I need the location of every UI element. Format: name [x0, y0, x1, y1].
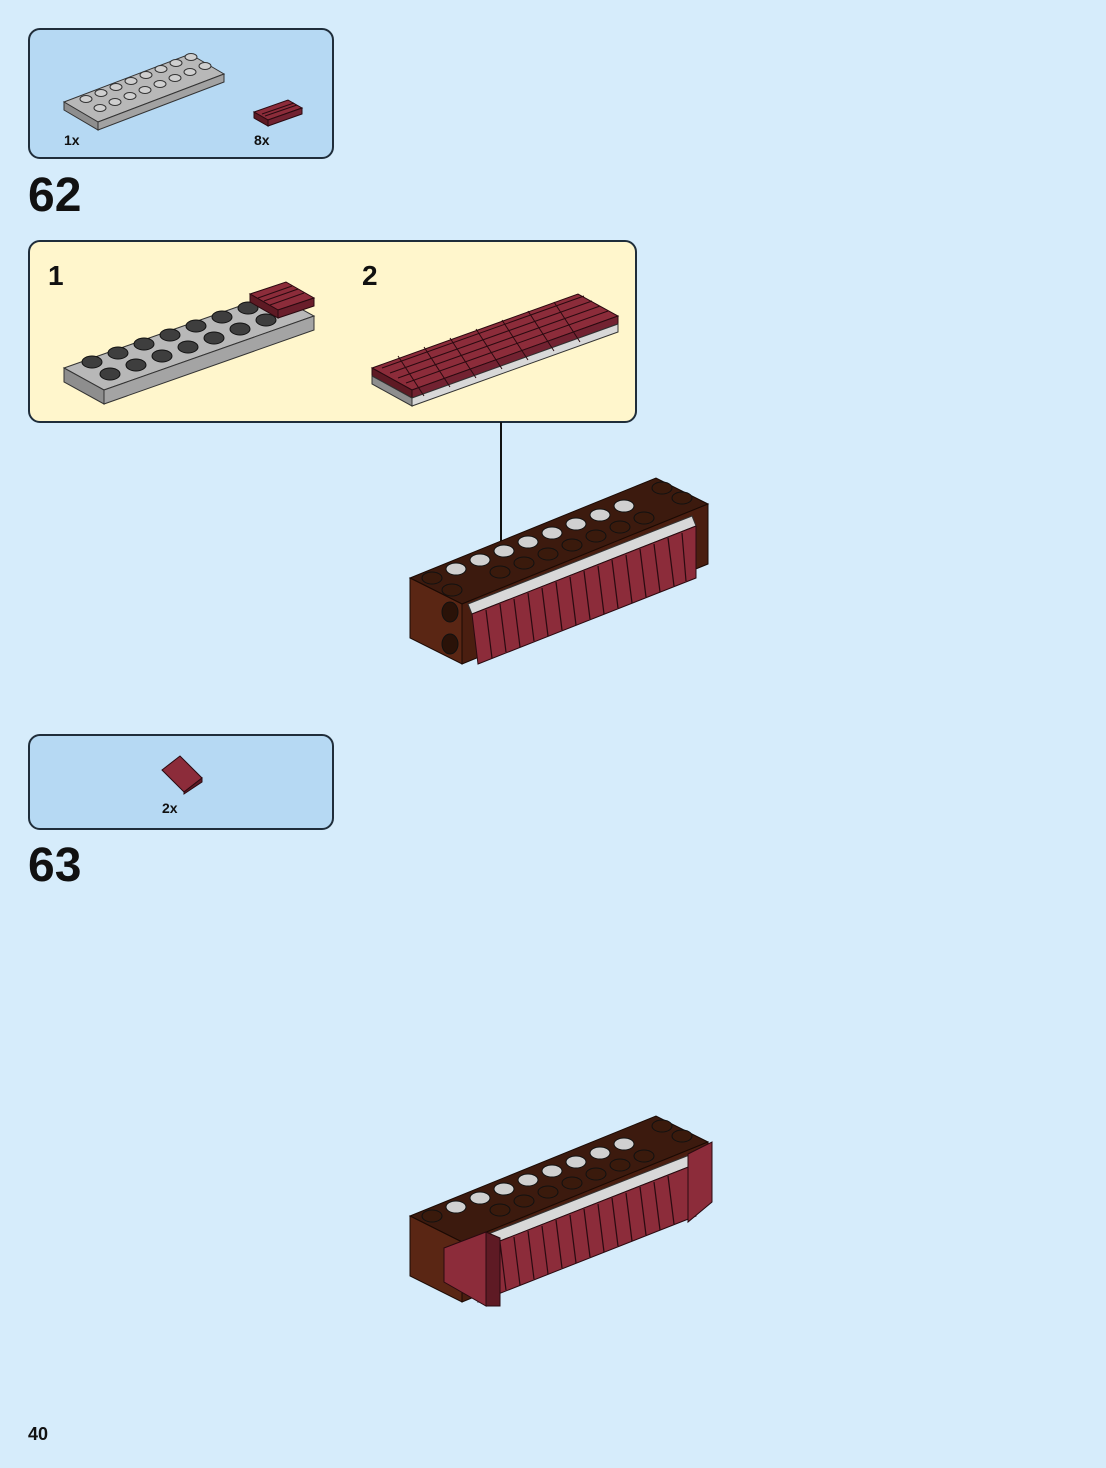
substep-number-2: 2	[362, 260, 378, 291]
part-qty-1x: 1x	[64, 132, 80, 148]
subassembly-panel: 1 2	[28, 240, 637, 423]
substep-number-1: 1	[48, 260, 64, 291]
parts-list-step-62: 1x 8x	[28, 28, 334, 159]
substep-2-assembly	[370, 293, 620, 407]
step-62-model	[408, 477, 710, 665]
gray-2x8-plate-icon	[62, 53, 226, 131]
dark-red-grille-tile-icon	[252, 99, 304, 127]
step-number-62: 62	[28, 169, 82, 222]
part-qty-2x: 2x	[162, 800, 178, 816]
step-number-63: 63	[28, 839, 82, 892]
step-63-model	[408, 1115, 713, 1307]
substep-1-assembly	[62, 281, 316, 405]
part-qty-8x: 8x	[254, 132, 270, 148]
parts-list-step-63: 2x	[28, 734, 334, 830]
page-number: 40	[28, 1424, 49, 1444]
dark-red-slope-icon	[161, 755, 203, 795]
